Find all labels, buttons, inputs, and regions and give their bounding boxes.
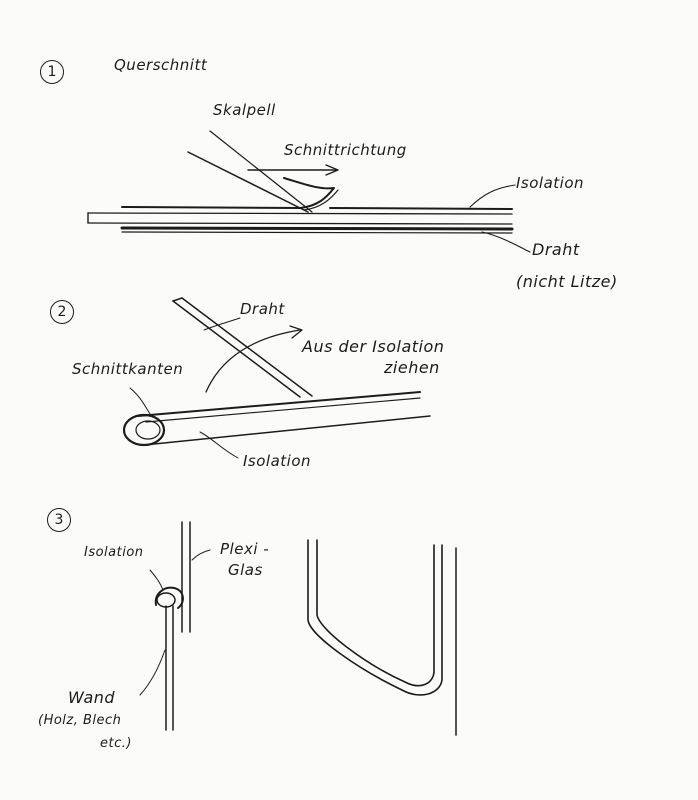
step-number-1: 1 xyxy=(40,60,64,84)
insulation-label-2: Isolation xyxy=(243,452,312,470)
wire-label-2: Draht xyxy=(240,300,285,318)
section2-drawing xyxy=(122,297,431,459)
wall-note-line1: (Holz, Blech xyxy=(38,713,122,728)
cut-direction-label: Schnittrichtung xyxy=(284,141,407,159)
insulation-label-3: Isolation xyxy=(84,545,144,560)
pull-out-label-line2: ziehen xyxy=(384,358,440,377)
cut-edges-label: Schnittkanten xyxy=(72,360,184,378)
step-number-3: 3 xyxy=(47,508,71,532)
wire-note-label: (nicht Litze) xyxy=(516,272,618,291)
wall-label: Wand xyxy=(68,688,116,707)
insulation-label-1: Isolation xyxy=(516,174,585,192)
wire-label-1: Draht xyxy=(532,240,580,259)
section1-title: Querschnitt xyxy=(114,56,208,74)
section3-drawing xyxy=(139,521,457,736)
pull-out-label-line1: Aus der Isolation xyxy=(302,337,445,356)
step-number-2: 2 xyxy=(50,300,74,324)
scalpel-label: Skalpell xyxy=(213,101,276,119)
wall-note-line2: etc.) xyxy=(100,736,132,751)
plexiglass-label-line2: Glas xyxy=(228,561,263,579)
plexiglass-label-line1: Plexi - xyxy=(220,540,270,558)
section1-drawing xyxy=(87,130,531,253)
